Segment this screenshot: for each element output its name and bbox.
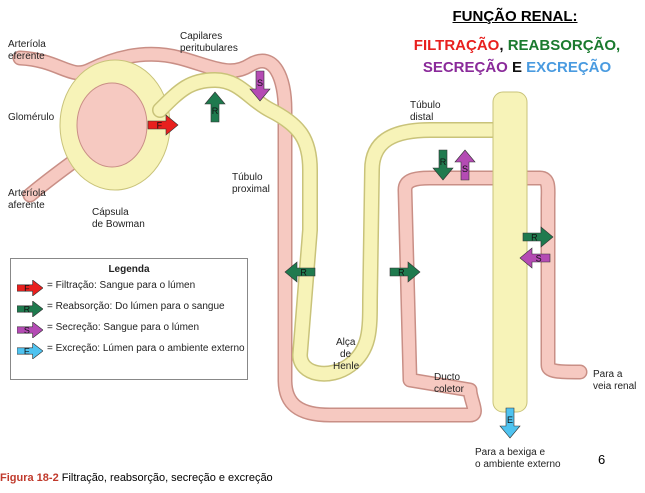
arrow-letter: S — [462, 164, 468, 174]
excretion-arrow: E — [499, 407, 521, 439]
label-capsula-2: de Bowman — [92, 219, 145, 230]
transport-arrows: F R S R R R S R S E — [147, 70, 554, 439]
legend-text: = Secreção: Sangue para o lúmen — [47, 322, 200, 333]
reabsorption-arrow-proximal: R — [204, 91, 226, 123]
legend-text: = Excreção: Lúmen para o ambiente extern… — [47, 343, 245, 354]
diagram-labels: Arteríola eferente Capilares peritubular… — [8, 31, 636, 470]
label-bexiga-2: o ambiente externo — [475, 459, 561, 470]
figure-caption: Figura 18-2 Filtração, reabsorção, secre… — [0, 472, 273, 484]
arrow-letter: S — [536, 254, 542, 264]
arrow-letter: R — [300, 268, 307, 278]
label-arteriola-aferente-2: aferente — [8, 200, 45, 211]
label-alca-2: de — [340, 349, 352, 360]
legend-arrow-icon: F — [17, 280, 43, 296]
legend-item-S: S = Secreção: Sangue para o lúmen — [17, 322, 247, 338]
filtration-arrow: F — [147, 114, 179, 136]
title-sep: , — [499, 37, 508, 54]
legend-item-R: R = Reabsorção: Do lúmen para o sangue — [17, 301, 247, 317]
label-veia-2: veia renal — [593, 381, 636, 392]
label-capilares-1: Capilares — [180, 31, 222, 42]
label-tubulo-proximal-2: proximal — [232, 184, 270, 195]
collecting-duct — [492, 91, 528, 413]
reabsorption-arrow-duct: R — [522, 226, 554, 248]
title-reabsorcao: REABSORÇÃO, — [507, 37, 621, 54]
legend-item-E: E = Excreção: Lúmen para o ambiente exter… — [17, 343, 247, 359]
label-ducto-2: coletor — [434, 384, 465, 395]
legend-title: Legenda — [108, 264, 150, 275]
slide-heading: FUNÇÃO RENAL: — [452, 8, 578, 25]
arrow-letter: R — [212, 106, 219, 116]
legend: Legenda F = Filtração: Sangue para o lúme… — [10, 258, 248, 380]
secretion-arrow-proximal: S — [249, 70, 271, 102]
figure-number: Figura 18-2 — [0, 472, 59, 484]
label-arteriola-eferente-1: Arteríola — [8, 39, 46, 50]
glomerulus — [76, 82, 148, 168]
reabsorption-arrow-ascending: R — [389, 261, 421, 283]
label-alca-3: Henle — [333, 361, 360, 372]
label-bexiga-1: Para a bexiga e — [475, 447, 545, 458]
renal-tubule — [152, 72, 508, 382]
legend-arrow-icon: S — [17, 322, 43, 338]
arrow-letter: R — [531, 233, 538, 243]
label-veia-1: Para a — [593, 369, 623, 380]
legend-text: = Reabsorção: Do lúmen para o sangue — [47, 301, 225, 312]
caption-text: Filtração, reabsorção, secreção e excreç… — [58, 472, 273, 484]
secretion-arrow-distal: S — [454, 149, 476, 181]
legend-text: = Filtração: Sangue para o lúmen — [47, 280, 196, 291]
page-number: 6 — [598, 452, 606, 467]
label-tubulo-distal-1: Túbulo — [410, 100, 441, 111]
arrow-letter: F — [24, 284, 30, 294]
title-line-2: SECREÇÃO E EXCREÇÃO — [392, 59, 642, 76]
label-glomerulo: Glomérulo — [8, 112, 55, 123]
title-line-1: FILTRAÇÃO, REABSORÇÃO, — [392, 37, 642, 54]
secretion-arrow-duct: S — [519, 247, 551, 269]
legend-arrow-icon: E — [17, 343, 43, 359]
label-capsula-1: Cápsula — [92, 207, 129, 218]
legend-arrow-icon: R — [17, 301, 43, 317]
reabsorption-arrow-distal: R — [432, 149, 454, 181]
arrow-letter: E — [24, 347, 30, 357]
label-tubulo-proximal-1: Túbulo — [232, 172, 263, 183]
arrow-letter: R — [398, 268, 405, 278]
label-arteriola-aferente-1: Arteríola — [8, 188, 46, 199]
label-ducto-1: Ducto — [434, 372, 461, 383]
label-arteriola-eferente-2: eferente — [8, 51, 45, 62]
label-tubulo-distal-2: distal — [410, 112, 433, 123]
arrow-letter: R — [24, 305, 31, 315]
title-secrecao: SECREÇÃO — [422, 59, 508, 76]
arrow-letter: E — [507, 415, 513, 425]
arrow-letter: S — [24, 326, 30, 336]
arrow-letter: S — [257, 78, 263, 88]
arrow-letter: F — [157, 121, 163, 131]
title-filtracao: FILTRAÇÃO — [413, 37, 500, 54]
legend-item-F: F = Filtração: Sangue para o lúmen — [17, 280, 247, 296]
label-capilares-2: peritubulares — [180, 43, 238, 54]
title-excrecao: EXCREÇÃO — [526, 59, 612, 76]
title-e: E — [507, 59, 527, 76]
label-alca-1: Alça — [336, 337, 356, 348]
arrow-letter: R — [440, 157, 447, 167]
reabsorption-arrow-descending: R — [284, 261, 316, 283]
